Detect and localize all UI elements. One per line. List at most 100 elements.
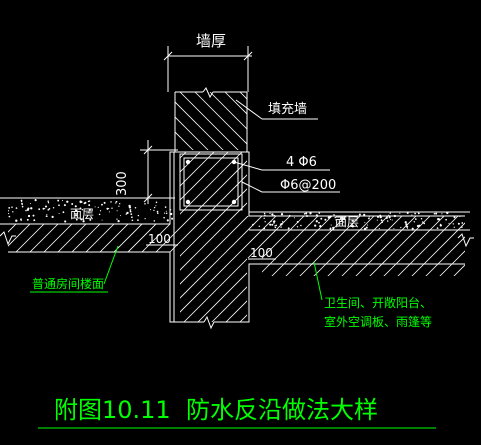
screed-speckle: [329, 215, 332, 218]
screed-speckle: [71, 203, 74, 205]
screed-speckle: [457, 222, 460, 225]
hatch-line: [77, 152, 269, 322]
screed-speckle: [351, 219, 354, 222]
screed-speckle: [275, 224, 278, 227]
screed-speckle: [414, 212, 416, 215]
screed-speckle: [453, 226, 455, 228]
screed-speckle: [165, 212, 168, 215]
normal-room-callout: 普通房间楼面: [30, 245, 119, 293]
screed-speckle: [134, 206, 137, 209]
screed-speckle: [81, 201, 83, 203]
screed-speckle: [378, 228, 380, 230]
wall-thickness-label: 墙厚: [196, 32, 226, 50]
screed-speckle: [305, 212, 308, 215]
screed-speckle: [80, 218, 83, 221]
screed-speckle: [128, 206, 132, 209]
infill-wall-hatch: [175, 92, 247, 150]
hatch-line: [35, 152, 227, 322]
screed-speckle: [414, 218, 417, 220]
rebar-callout: 4 Φ6 Φ6@200: [233, 155, 340, 193]
screed-speckle: [279, 223, 281, 225]
screed-speckle: [42, 207, 45, 210]
screed-speckle: [144, 218, 146, 220]
screed-speckle: [88, 208, 91, 211]
hatch-line: [8, 152, 59, 322]
screed-speckle: [343, 221, 345, 223]
screed-speckle: [88, 204, 91, 207]
screed-speckle: [75, 214, 77, 216]
screed-speckle: [12, 211, 14, 213]
screed-speckle: [271, 223, 274, 226]
infill-wall-label: 填充墙: [268, 101, 307, 117]
hatch-line: [8, 152, 115, 322]
screed-speckle: [287, 227, 290, 230]
hatch-line: [455, 152, 465, 322]
screed-speckle: [51, 215, 54, 218]
hatch-line: [427, 152, 465, 322]
screed-speckle: [406, 227, 409, 229]
screed-speckle: [8, 206, 11, 209]
screed-speckle: [274, 225, 276, 227]
screed-speckle: [106, 207, 109, 210]
screed-speckle: [273, 220, 276, 223]
screed-speckle: [418, 224, 421, 227]
screed-speckle: [441, 213, 443, 215]
screed-speckle: [116, 210, 118, 212]
screed-speckle: [8, 209, 9, 212]
screed-speckle: [336, 223, 338, 226]
screed-speckle: [47, 200, 49, 202]
screed-speckle: [332, 227, 335, 230]
screed-speckle: [252, 223, 254, 226]
screed-speckle: [11, 206, 13, 208]
screed-speckle: [137, 214, 140, 217]
rebar-main-label: 4 Φ6: [286, 155, 317, 170]
screed-speckle: [66, 200, 69, 203]
screed-speckle: [82, 218, 85, 221]
screed-speckle: [258, 225, 261, 228]
screed-speckle: [99, 210, 102, 212]
screed-speckle: [281, 213, 283, 216]
screed-speckle: [130, 213, 133, 215]
caption-title: 附图10.11 防水反沿做法大样: [54, 396, 378, 424]
screed-speckle: [38, 208, 41, 211]
screed-speckle: [341, 217, 344, 220]
screed-speckle: [453, 216, 456, 219]
screed-speckle: [169, 209, 172, 211]
screed-speckle: [171, 217, 174, 220]
rebar-dot: [231, 199, 237, 205]
screed-speckle: [446, 212, 449, 215]
screed-speckle: [423, 222, 426, 225]
screed-speckle: [393, 214, 397, 218]
screed-speckle: [435, 212, 438, 215]
screed-speckle: [44, 205, 48, 208]
screed-speckle: [155, 205, 157, 207]
screed-speckle: [300, 224, 302, 227]
screed-speckle: [324, 218, 327, 221]
screed-speckle: [358, 213, 361, 216]
screed-speckle: [411, 227, 414, 230]
screed-speckle: [57, 199, 60, 202]
screed-speckle: [436, 227, 438, 229]
screed-speckle: [83, 202, 86, 205]
height-dimension: 300: [115, 140, 178, 204]
screed-speckle: [406, 225, 409, 228]
screed-speckle: [336, 221, 338, 223]
screed-speckle: [376, 219, 378, 221]
hatch-line: [8, 152, 45, 322]
screed-speckle: [27, 207, 30, 210]
screed-speckle: [21, 205, 24, 208]
screed-speckle: [390, 218, 392, 221]
screed-speckle: [343, 217, 346, 220]
screed-speckle: [404, 221, 407, 224]
hatch-line: [8, 152, 17, 322]
screed-speckle: [448, 222, 450, 224]
screed-speckle: [329, 227, 332, 230]
level-mark-right: 100: [248, 246, 276, 260]
screed-speckle: [75, 218, 78, 221]
screed-speckle: [98, 213, 101, 216]
screed-speckle: [318, 221, 320, 224]
screed-speckle: [131, 219, 134, 222]
screed-speckle: [335, 219, 337, 221]
screed-speckle: [281, 221, 284, 223]
